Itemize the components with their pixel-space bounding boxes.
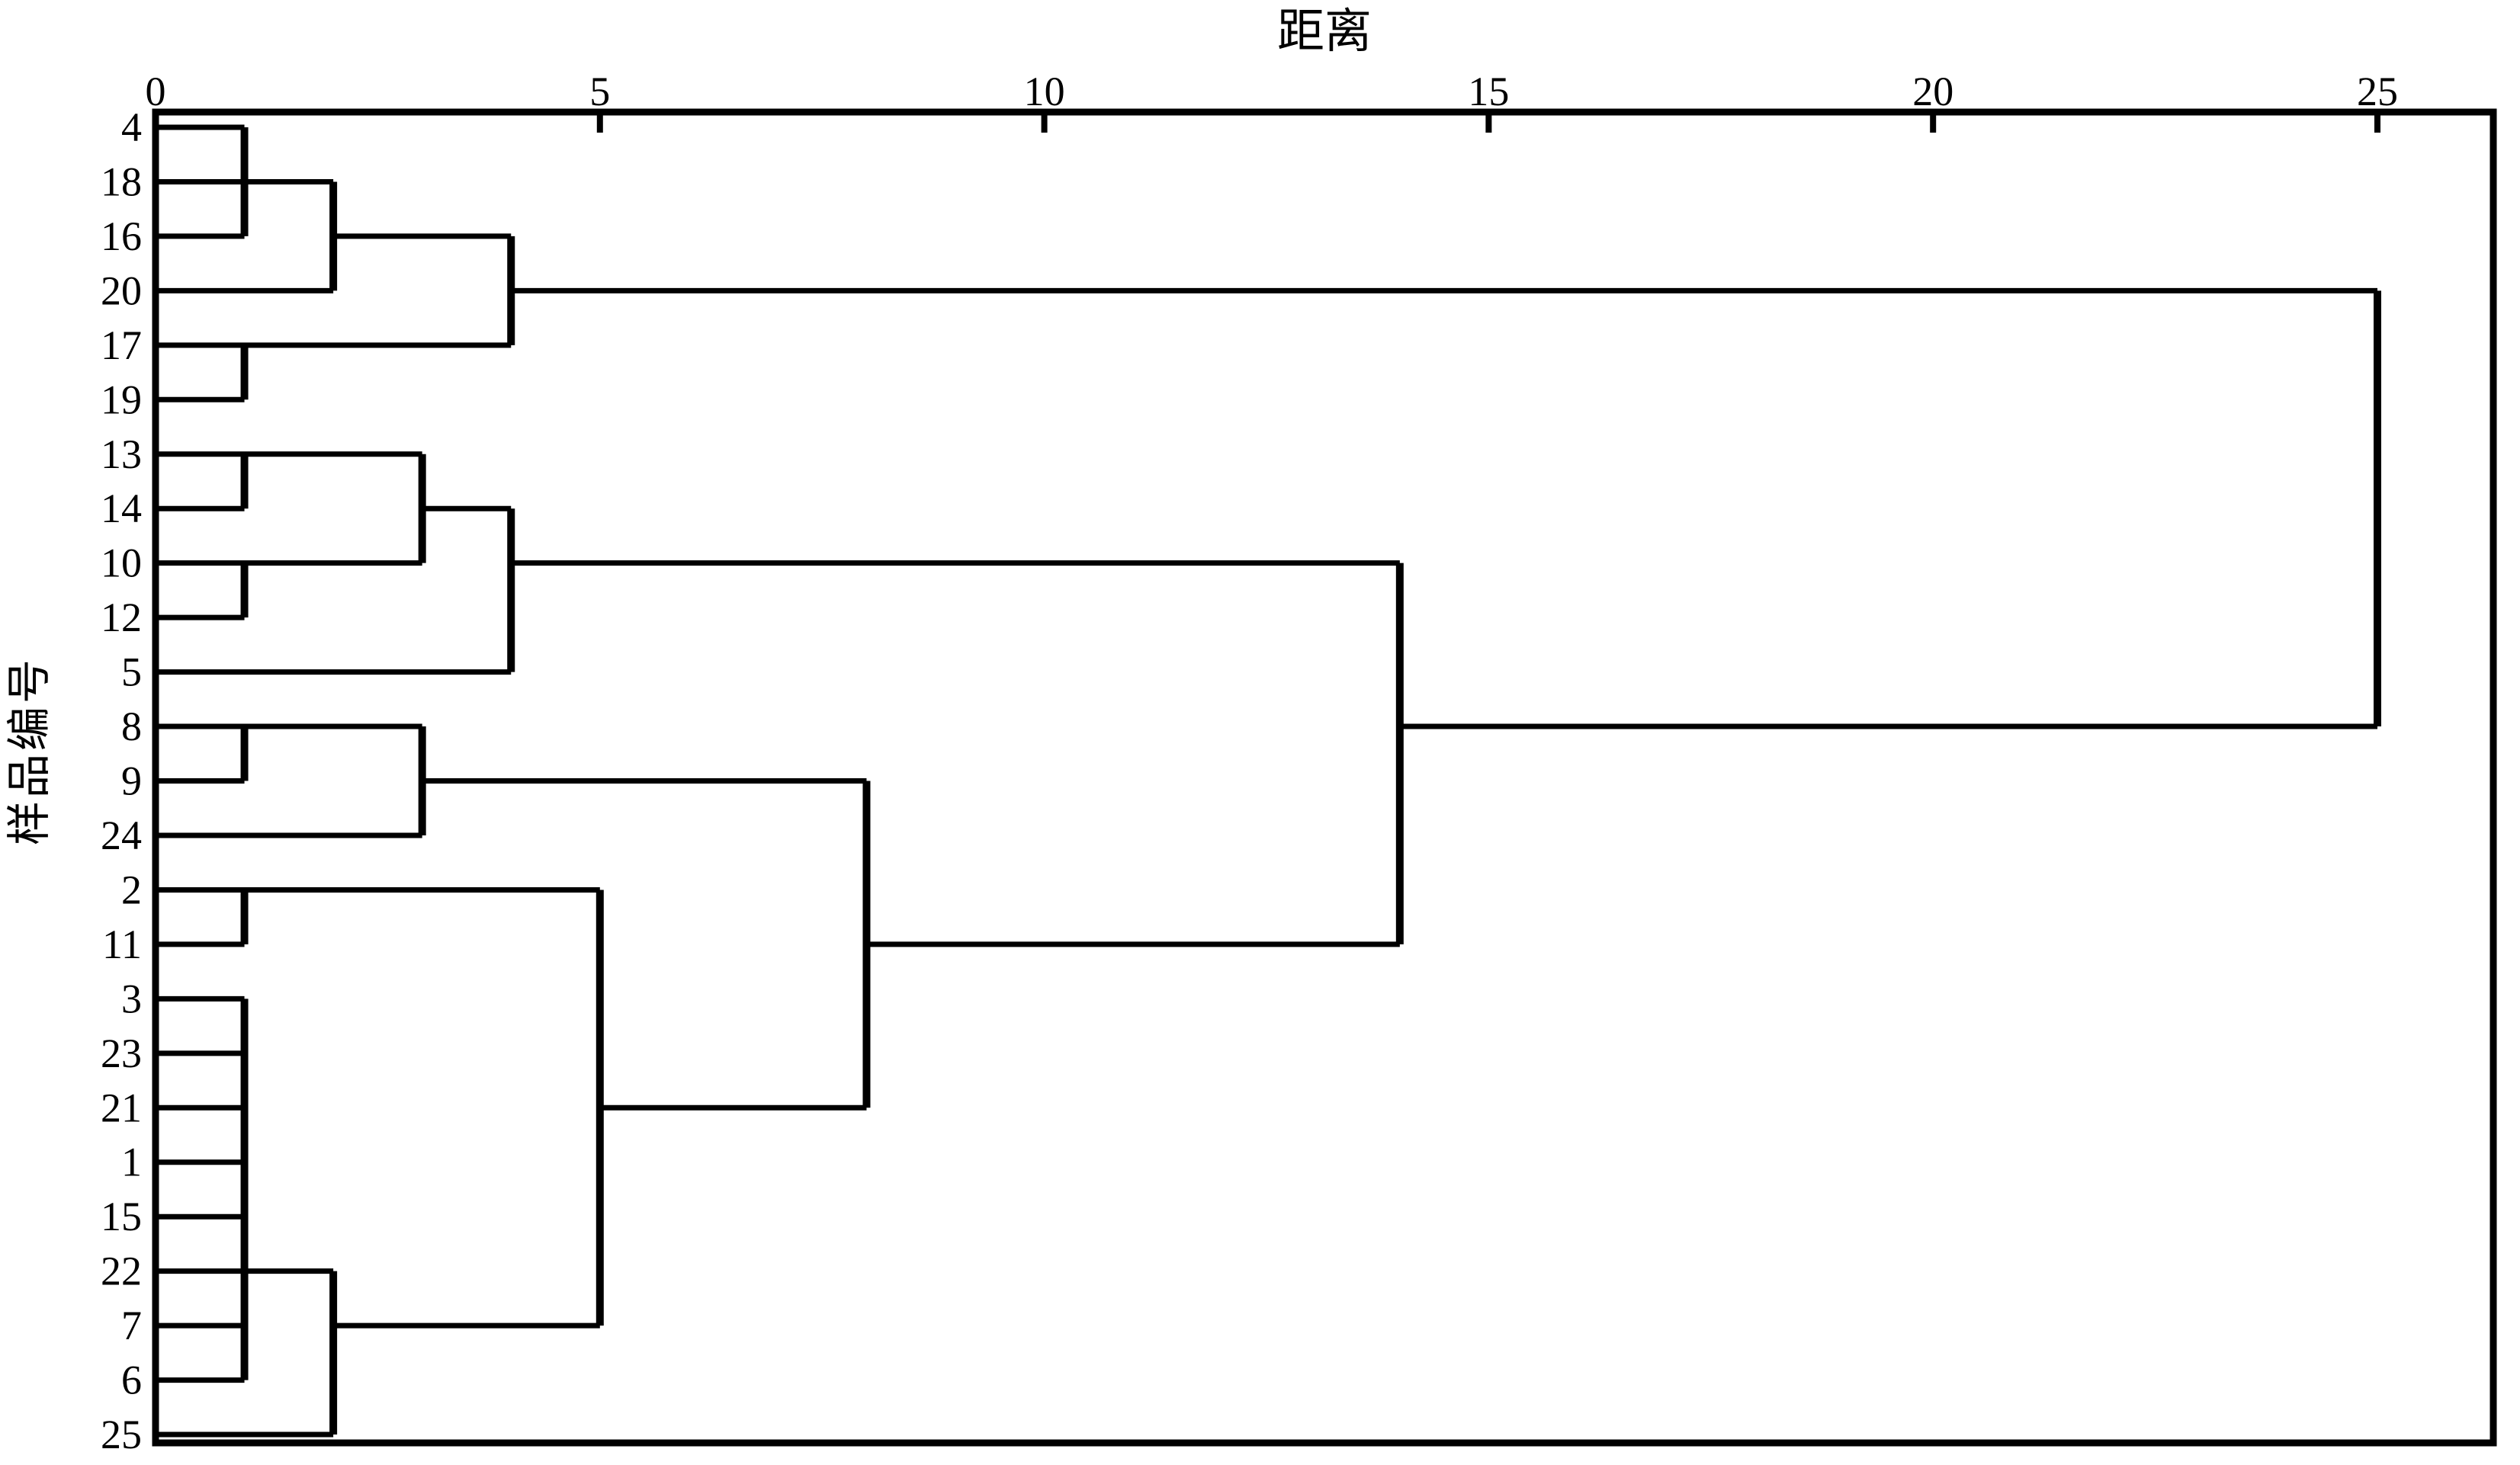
leaf-label-4: 4 [121, 104, 142, 150]
leaf-label-22: 22 [101, 1249, 142, 1294]
leaf-label-14: 14 [101, 486, 142, 531]
x-axis-title: 距离 [1277, 6, 1372, 58]
x-axis-tick-label: 5 [589, 69, 610, 114]
dendrogram-tree-lines [156, 124, 2381, 1438]
leaf-label-5: 5 [121, 649, 142, 695]
leaf-label-16: 16 [101, 213, 142, 259]
leaf-labels: 4181620171913141012589242113232111522762… [101, 104, 142, 1457]
x-axis-tick-labels: 0 5 10 15 20 25 [146, 69, 2399, 114]
leaf-label-8: 8 [121, 704, 142, 749]
leaf-label-9: 9 [121, 758, 142, 804]
leaf-label-18: 18 [101, 159, 142, 204]
leaf-label-17: 17 [101, 322, 142, 368]
leaf-label-10: 10 [101, 540, 142, 586]
leaf-label-13: 13 [101, 431, 142, 477]
y-axis-label: 样品编号 [5, 656, 54, 845]
plot-border [152, 108, 2497, 1447]
leaf-label-6: 6 [121, 1358, 142, 1403]
leaf-label-20: 20 [101, 268, 142, 313]
leaf-label-25: 25 [101, 1412, 142, 1457]
leaf-label-15: 15 [101, 1194, 142, 1239]
leaf-label-12: 12 [101, 595, 142, 640]
leaf-label-1: 1 [121, 1140, 142, 1185]
x-axis-tick-label: 25 [2357, 69, 2398, 114]
leaf-label-24: 24 [101, 813, 142, 858]
leaf-label-7: 7 [121, 1303, 142, 1348]
leaf-label-11: 11 [102, 922, 142, 967]
leaf-label-21: 21 [101, 1085, 142, 1130]
leaf-label-2: 2 [121, 867, 142, 912]
x-axis-tick-label: 10 [1024, 69, 1065, 114]
leaf-label-3: 3 [121, 976, 142, 1021]
x-axis-tick-label: 0 [146, 69, 166, 114]
x-axis-tick-label: 15 [1468, 69, 1509, 114]
leaf-label-19: 19 [101, 377, 142, 422]
leaf-label-23: 23 [101, 1031, 142, 1076]
x-axis-tick-label: 20 [1912, 69, 1953, 114]
